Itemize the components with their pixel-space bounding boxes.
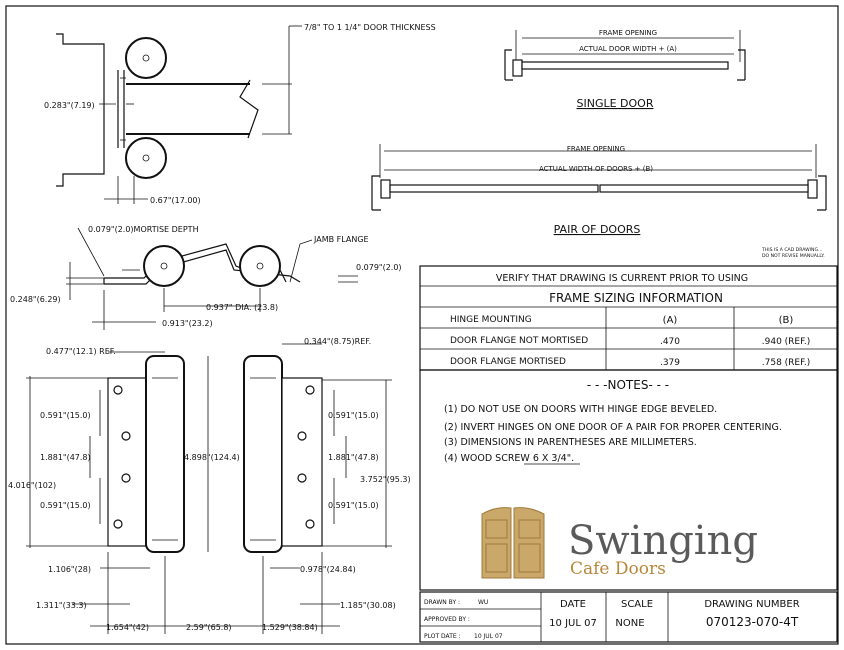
date-label: DATE <box>560 599 586 610</box>
dim-0913: 0.913"(23.2) <box>162 319 213 328</box>
dim-4898: 4.898"(124.4) <box>184 453 240 462</box>
table-title: FRAME SIZING INFORMATION <box>549 291 723 305</box>
dim-1654: 1.654"(42) <box>106 623 149 632</box>
dim-1106: 1.106"(28) <box>48 565 91 574</box>
dim-259: 2.59"(65.8) <box>186 623 232 632</box>
swinging-cafe-doors-logo <box>481 507 545 579</box>
table-row1-b: .940 (REF.) <box>762 337 810 347</box>
dim-1185: 1.185"(30.08) <box>340 601 396 610</box>
date-value: 10 JUL 07 <box>549 618 597 629</box>
single-door-title: SINGLE DOOR <box>577 97 654 110</box>
drawing-number-label: DRAWING NUMBER <box>704 599 799 610</box>
dim-offset-label: 0.283"(7.19) <box>44 101 95 110</box>
logo-sub: Cafe Doors <box>570 559 666 579</box>
single-door-diagram <box>504 30 746 81</box>
pair-doors-diagram <box>371 144 827 211</box>
logo-name: Swinging <box>568 518 758 564</box>
scale-value: NONE <box>615 618 644 629</box>
verify-text: VERIFY THAT DRAWING IS CURRENT PRIOR TO … <box>496 273 748 284</box>
note-3: (3) DIMENSIONS IN PARENTHESES ARE MILLIM… <box>444 437 697 448</box>
dim-1311: 1.311"(33.3) <box>36 601 87 610</box>
dim-r-3752: 3.752"(95.3) <box>360 475 411 484</box>
dim-0248: 0.248"(6.29) <box>10 295 61 304</box>
side-view <box>56 25 302 204</box>
mortise-depth-label: 0.079"(2.0)MORTISE DEPTH <box>88 225 199 234</box>
dim-l-0591b: 0.591"(15.0) <box>40 501 91 510</box>
table-row1-a: .470 <box>660 337 680 347</box>
pair-frame-opening: FRAME OPENING <box>567 145 625 153</box>
pair-actual-width: ACTUAL WIDTH OF DOORS + (B) <box>539 165 653 173</box>
dim-flange-label: 0.67"(17.00) <box>150 196 201 205</box>
scale-label: SCALE <box>621 599 653 610</box>
dim-r-1881: 1.881"(47.8) <box>328 453 379 462</box>
dim-r-0591a: 0.591"(15.0) <box>328 411 379 420</box>
note-1: (1) DO NOT USE ON DOORS WITH HINGE EDGE … <box>444 404 717 415</box>
single-frame-opening: FRAME OPENING <box>599 29 657 37</box>
table-header-a: (A) <box>663 315 678 326</box>
single-actual-width: ACTUAL DOOR WIDTH + (A) <box>579 45 677 53</box>
dim-l-0591a: 0.591"(15.0) <box>40 411 91 420</box>
table-header-mounting: HINGE MOUNTING <box>450 315 532 325</box>
door-thickness-label: 7/8" TO 1 1/4" DOOR THICKNESS <box>304 23 436 32</box>
approved-label: APPROVED BY : <box>424 616 470 623</box>
title-block <box>419 591 838 643</box>
pair-doors-title: PAIR OF DOORS <box>554 223 641 236</box>
dim-l-4016: 4.016"(102) <box>8 481 56 490</box>
jamb-flange-label: JAMB FLANGE <box>313 235 369 244</box>
dim-0937-dia: 0.937" DIA. (23.8) <box>206 303 278 312</box>
dim-0079-right: 0.079"(2.0) <box>356 263 402 272</box>
plot-date-label: PLOT DATE : <box>424 633 461 640</box>
drawn-by-label: DRAWN BY : <box>424 599 460 606</box>
dim-0978: 0.978"(24.84) <box>300 565 356 574</box>
dim-r-0591b: 0.591"(15.0) <box>328 501 379 510</box>
table-row1-label: DOOR FLANGE NOT MORTISED <box>450 336 588 346</box>
cad-note-line2: DO NOT REVISE MANUALLY. <box>762 253 825 259</box>
screw-holes-left <box>113 385 131 529</box>
dim-1529: 1.529"(38.84) <box>262 623 318 632</box>
top-view <box>66 227 358 330</box>
table-header-b: (B) <box>779 315 794 326</box>
table-row2-label: DOOR FLANGE MORTISED <box>450 357 566 367</box>
table-row2-a: .379 <box>660 358 680 368</box>
note-2: (2) INVERT HINGES ON ONE DOOR OF A PAIR … <box>444 422 782 433</box>
frame-sizing-table <box>419 265 838 371</box>
plot-date-value: 10 JUL 07 <box>474 633 503 640</box>
cad-note-line1: THIS IS A CAD DRAWING... <box>761 247 822 253</box>
notes-box <box>419 369 838 591</box>
sheet-border <box>5 5 839 645</box>
table-row2-b: .758 (REF.) <box>762 358 810 368</box>
note-4: (4) WOOD SCREW 6 X 3/4". <box>444 453 574 464</box>
drawn-by-value: WU <box>478 599 488 606</box>
screw-holes-right <box>297 385 315 529</box>
ref-left-label: 0.477"(12.1) REF. <box>46 347 116 356</box>
ref-right-label: 0.344"(8.75)REF. <box>304 337 371 346</box>
notes-title: - - -NOTES- - - <box>587 378 669 392</box>
drawing-number-value: 070123-070-4T <box>706 615 799 629</box>
front-view <box>26 343 392 634</box>
dim-l-1881: 1.881"(47.8) <box>40 453 91 462</box>
